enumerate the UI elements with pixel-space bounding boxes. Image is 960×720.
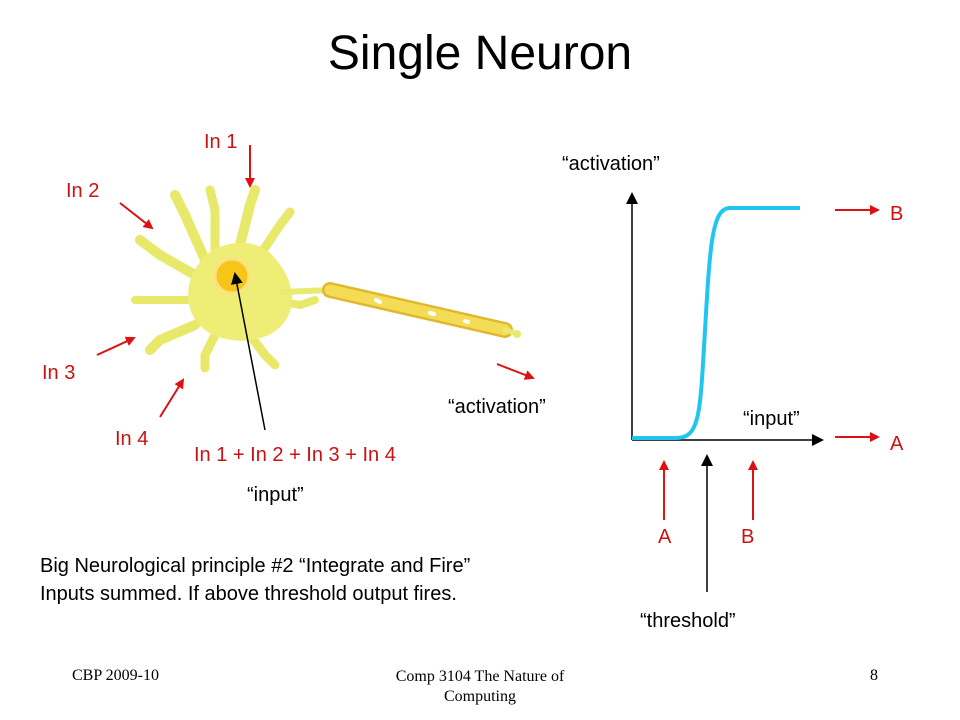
- input-label: “input”: [247, 484, 304, 506]
- neuron-dendrites: [131, 185, 319, 373]
- page-number: 8: [870, 667, 878, 684]
- principle-line-1: Big Neurological principle #2 “Integrate…: [40, 555, 471, 577]
- activation-curve: [632, 206, 800, 440]
- in2-arrow: [119, 202, 154, 230]
- in2-label: In 2: [66, 180, 100, 202]
- principle-line-2: Inputs summed. If above threshold output…: [40, 583, 457, 605]
- in4-arrow: [159, 378, 185, 418]
- x-axis-label: “input”: [743, 408, 800, 430]
- footer-center: Comp 3104 The Nature of Computing: [330, 667, 630, 707]
- neuron-nucleus: [213, 257, 251, 295]
- output-arrow: [496, 363, 535, 380]
- neuron-axon: [279, 282, 521, 338]
- in4-label: In 4: [115, 428, 149, 450]
- marker-b-right: B: [890, 203, 904, 225]
- footer-left: CBP 2009-10: [72, 667, 159, 684]
- in3-arrow: [96, 336, 136, 356]
- sum-arrow: [230, 272, 266, 431]
- activation-output-label: “activation”: [448, 396, 546, 418]
- slide-title: Single Neuron: [327, 27, 633, 80]
- input-arrows: [96, 145, 535, 418]
- sum-label: In 1 + In 2 + In 3 + In 4: [194, 444, 396, 466]
- principle-text: Big Neurological principle #2 “Integrate…: [40, 552, 470, 608]
- threshold-label: “threshold”: [640, 610, 736, 632]
- in3-label: In 3: [42, 362, 76, 384]
- in1-label: In 1: [204, 131, 238, 153]
- marker-a-bottom: A: [658, 526, 672, 548]
- marker-b-bottom: B: [741, 526, 755, 548]
- marker-a-right: A: [890, 433, 904, 455]
- footer-center-line-1: Comp 3104 The Nature of: [395, 668, 565, 685]
- footer-center-line-2: Computing: [443, 688, 516, 705]
- y-axis-label: “activation”: [562, 153, 660, 175]
